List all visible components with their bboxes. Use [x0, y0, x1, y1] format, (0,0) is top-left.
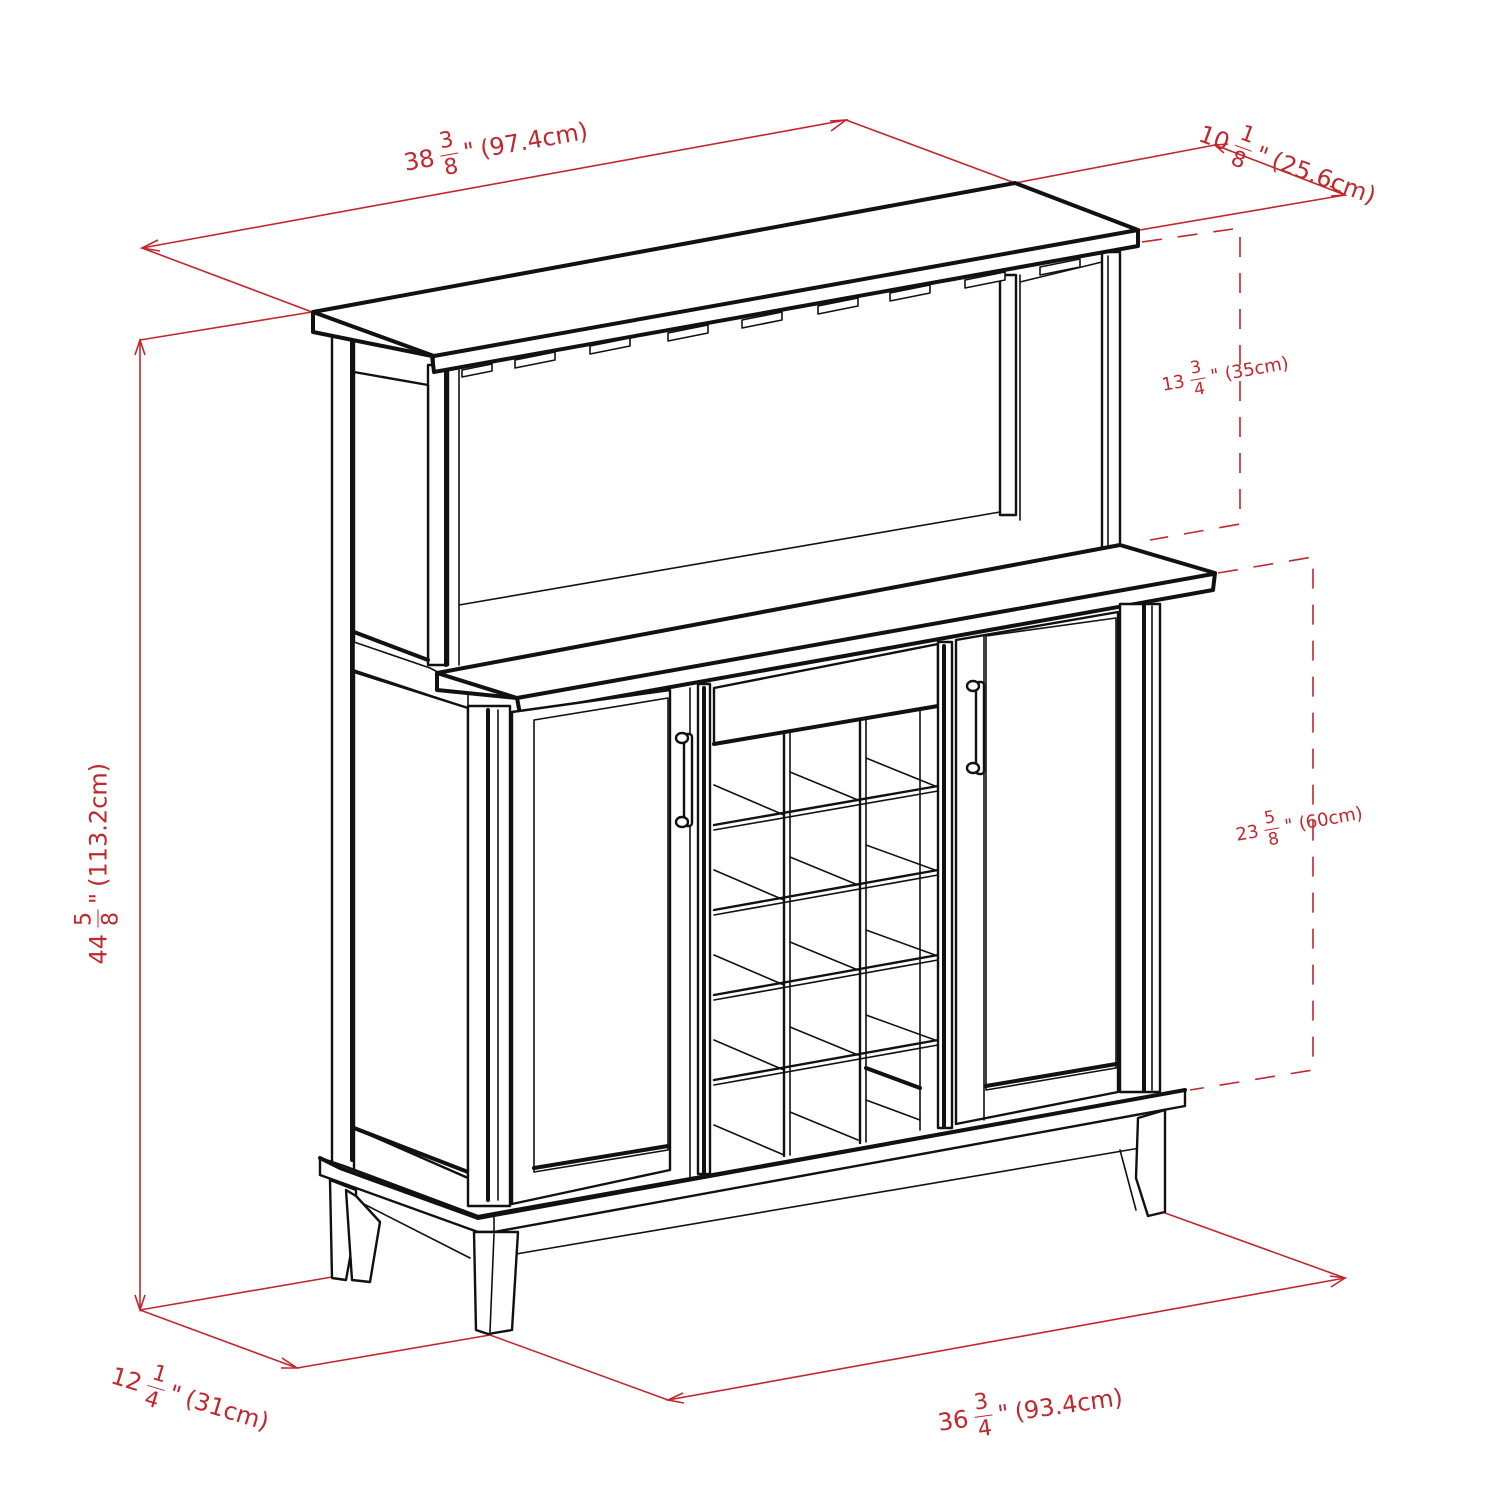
leg-front-left: [472, 1230, 520, 1336]
hutch-height-dashed-bracket: [1141, 227, 1241, 541]
base-depth-dimension-line: [139, 1309, 298, 1369]
cabinet-legs: [328, 1108, 1167, 1336]
top-width-dimension-line: [141, 119, 847, 249]
left-door: [510, 687, 694, 1206]
cabinet-height-dashed-bracket: [1189, 556, 1314, 1091]
extension-line: [139, 1276, 333, 1311]
leg-back-left-face: [344, 1188, 382, 1284]
extension-line: [1139, 194, 1346, 231]
hutch-right-posts: [998, 250, 1122, 550]
dimension-lines: [134, 119, 1348, 1404]
left-side-panel: [352, 670, 512, 1208]
cubby-shelves: [712, 784, 940, 1086]
right-door: [954, 602, 1162, 1126]
left-door-handle-icon: [674, 731, 694, 829]
cubby-dividers: [713, 757, 936, 1156]
extension-line: [1014, 144, 1216, 184]
extension-line: [1164, 1212, 1346, 1279]
extension-line: [139, 311, 313, 341]
extension-line: [489, 1334, 669, 1401]
arrow-icon: [1213, 143, 1229, 154]
top-depth-dimension-line: [1214, 144, 1346, 196]
cabinet-base: [318, 1088, 1187, 1259]
right-door-handle-icon: [965, 679, 986, 776]
stemware-rack: [461, 258, 1081, 378]
hutch-shelf-back-edge: [458, 511, 1001, 606]
arrow-icon: [665, 1392, 685, 1404]
counter-top: [435, 543, 1217, 716]
cabinet-drawing: [311, 181, 1217, 1336]
wine-cubby: [696, 640, 954, 1176]
leg-front-right: [1134, 1108, 1167, 1218]
hutch-top-shelf: [311, 181, 1140, 378]
extension-line: [141, 247, 313, 313]
base-width-dimension-line: [667, 1277, 1346, 1401]
extension-line: [845, 119, 1016, 184]
extension-line: [296, 1334, 491, 1369]
